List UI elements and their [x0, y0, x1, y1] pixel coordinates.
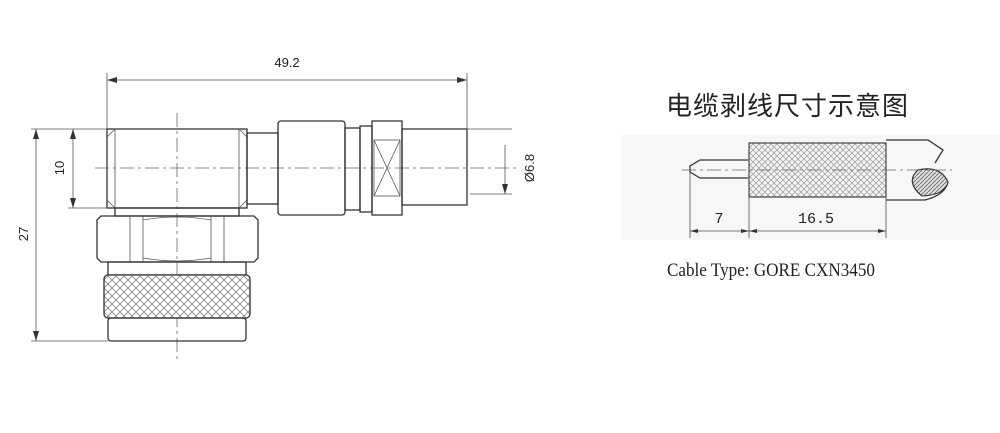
strip-diagram-title: 电缆剥线尺寸示意图 [666, 92, 910, 122]
coupling-end [107, 317, 247, 342]
ring [344, 125, 373, 213]
dimension-cable-diameter: Ø6.8 [467, 128, 537, 195]
hex-nut [96, 207, 259, 263]
dim-49-2: 49.2 [274, 55, 299, 70]
dimension-overall-height: 27 [16, 128, 108, 342]
cable-type-caption: Cable Type: GORE CXN3450 [667, 260, 875, 281]
dimension-overall-length: 49.2 [106, 55, 468, 129]
dimension-body-height: 10 [52, 128, 107, 209]
dim-16-5: 16.5 [798, 211, 834, 228]
dim-7: 7 [714, 211, 723, 228]
knurled-coupling [103, 274, 251, 319]
dim-10: 10 [52, 161, 67, 175]
cable [401, 128, 468, 206]
dim-27: 27 [16, 227, 31, 241]
stem [246, 132, 279, 205]
strip-diagram: 7 16.5 [682, 139, 952, 238]
dim-6-8: Ø6.8 [522, 154, 537, 182]
center-pin [689, 159, 748, 179]
jacket-section [911, 168, 949, 197]
